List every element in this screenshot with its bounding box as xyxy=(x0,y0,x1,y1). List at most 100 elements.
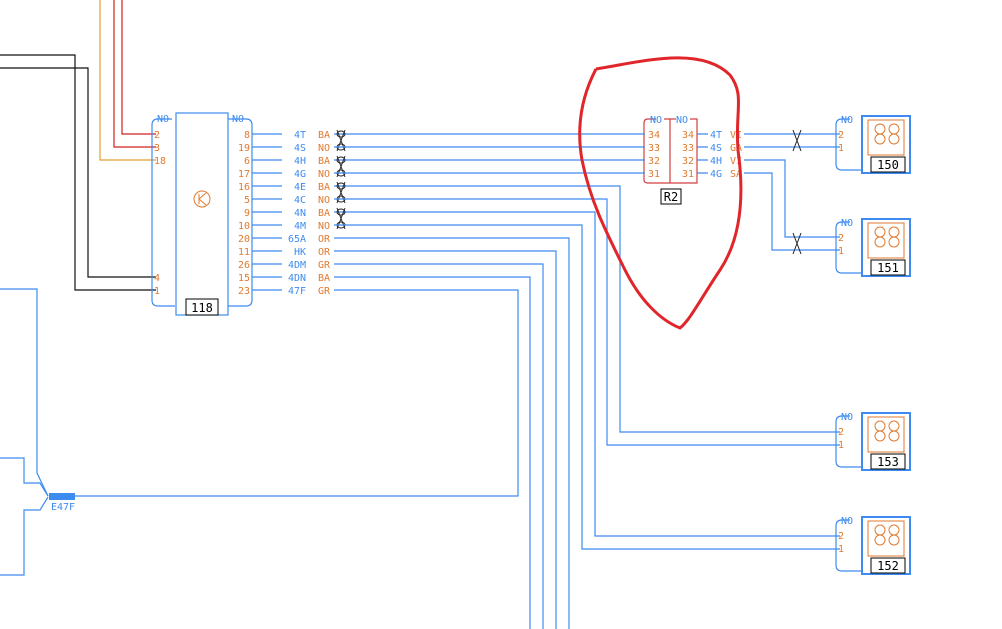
r2-left-pin: 31 xyxy=(648,169,660,180)
wire-color: NO xyxy=(318,169,330,180)
wire-47F xyxy=(75,289,519,497)
device-pin: 2 xyxy=(838,233,844,244)
splice-e47f xyxy=(49,493,75,500)
wire-color: BA xyxy=(318,130,330,141)
wire-id: 4DM xyxy=(288,260,306,271)
device-label: 151 xyxy=(877,261,899,275)
wire-id: 4H xyxy=(294,156,306,167)
wire-4M xyxy=(252,224,840,550)
r2-left-pin: 33 xyxy=(648,143,660,154)
right-pin: 6 xyxy=(244,156,250,167)
wire-red-3 xyxy=(113,0,156,148)
wire-4N xyxy=(252,211,840,537)
wire-4DM xyxy=(252,263,544,629)
wire-id: 4DN xyxy=(288,273,306,284)
r2-wire-color: VI xyxy=(730,156,742,167)
transformer-icon xyxy=(867,520,905,557)
wire-color: NO xyxy=(318,143,330,154)
device-label: 152 xyxy=(877,559,899,573)
twist-icon xyxy=(336,129,346,152)
right-pin: 10 xyxy=(238,221,250,232)
wire-color: NO xyxy=(318,195,330,206)
twist-icon xyxy=(792,129,802,152)
feed-wires xyxy=(0,0,156,576)
wire-4DN xyxy=(252,276,531,629)
r2-right-pin: 31 xyxy=(682,169,694,180)
wire-color: GR xyxy=(318,260,331,271)
transformer-icon xyxy=(867,416,905,453)
r2-wire-id: 4G xyxy=(710,169,722,180)
right-pin: 16 xyxy=(238,182,250,193)
transformer-icon xyxy=(867,222,905,259)
device-152: NO 2 1 152 xyxy=(835,516,911,575)
wire-black-1 xyxy=(0,54,156,291)
right-pin: 9 xyxy=(244,208,250,219)
r2-right-pin: 34 xyxy=(682,130,694,141)
r2-wire-color: SA xyxy=(730,169,742,180)
wire-color: GR xyxy=(318,286,331,297)
r2-label: R2 xyxy=(664,190,678,204)
wire-color: OR xyxy=(318,234,331,245)
wire-black-4 xyxy=(0,67,156,278)
transistor-icon xyxy=(193,190,211,208)
r2-left-pin: 34 xyxy=(648,130,660,141)
twist-icon xyxy=(336,207,346,230)
r2-right-pin: 32 xyxy=(682,156,694,167)
red-annotation-circle xyxy=(578,56,743,330)
device-pin: 2 xyxy=(838,531,844,542)
device-pin: 1 xyxy=(838,544,844,555)
left-pin: 2 xyxy=(154,130,160,141)
wire-id: 4T xyxy=(294,130,306,141)
wire-id: 4M xyxy=(294,221,306,232)
wire-HK xyxy=(252,250,557,629)
r2-right-pin: 33 xyxy=(682,143,694,154)
wire-4E xyxy=(252,185,840,433)
right-pin: 19 xyxy=(238,143,250,154)
connector-118-label: 118 xyxy=(191,301,213,315)
wire-id: 4C xyxy=(294,195,306,206)
left-header: NO xyxy=(157,114,169,125)
device-pin: 1 xyxy=(838,440,844,451)
wire-id: 4G xyxy=(294,169,306,180)
wire-id: 65A xyxy=(288,234,306,245)
right-pin: 23 xyxy=(238,286,250,297)
device-pin: 1 xyxy=(838,246,844,257)
r2-wire-color: GA xyxy=(730,143,742,154)
device-153: NO 2 1 153 xyxy=(835,412,911,471)
device-pin: 2 xyxy=(838,130,844,141)
wire-color: BA xyxy=(318,208,330,219)
device-header: NO xyxy=(841,218,853,229)
wire-left-b xyxy=(0,457,49,497)
device-pin: 2 xyxy=(838,427,844,438)
wire-color: BA xyxy=(318,156,330,167)
right-pin: 26 xyxy=(238,260,250,271)
wire-red-2 xyxy=(121,0,156,135)
left-pin: 18 xyxy=(154,156,166,167)
right-pin: 15 xyxy=(238,273,250,284)
twist-icon xyxy=(336,181,346,204)
right-pin: 8 xyxy=(244,130,250,141)
wire-id: 4N xyxy=(294,208,306,219)
r2-left-pin: 32 xyxy=(648,156,660,167)
twist-icon xyxy=(336,155,346,178)
device-header: NO xyxy=(841,516,853,527)
right-header: NO xyxy=(232,114,244,125)
splice-label: E47F xyxy=(51,502,75,513)
right-pin: 17 xyxy=(238,169,250,180)
wire-65A xyxy=(252,237,570,629)
wire-out-4G xyxy=(697,172,840,251)
wire-4C xyxy=(252,198,840,446)
device-label: 153 xyxy=(877,455,899,469)
wire-id: 4E xyxy=(294,182,306,193)
transformer-icon xyxy=(867,119,905,156)
wire-orange xyxy=(99,0,156,161)
r2-wire-id: 4H xyxy=(710,156,722,167)
r2-wire-id: 4S xyxy=(710,143,722,154)
wire-id: 47F xyxy=(288,286,306,297)
device-header: NO xyxy=(841,412,853,423)
wire-color: OR xyxy=(318,247,331,258)
